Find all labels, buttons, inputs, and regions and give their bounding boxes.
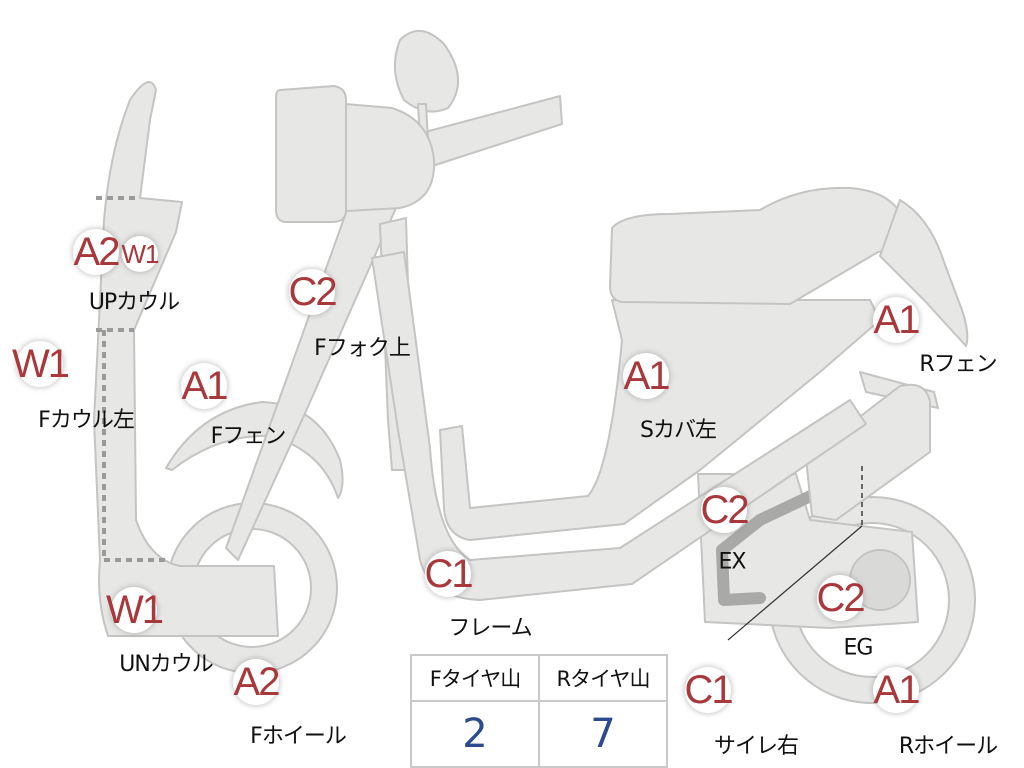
f-wheel-rank-badge[interactable]: A2	[233, 659, 280, 705]
muffler-shape	[805, 383, 931, 521]
engine-rank-badge[interactable]: C2	[816, 575, 866, 621]
tire-tread-value-row: 2 7	[410, 700, 668, 768]
mirror-shape	[393, 30, 460, 113]
frame-label: フレーム	[448, 616, 532, 641]
up-cowl-label: UPカウル	[88, 290, 180, 315]
engine-label: EG	[843, 635, 874, 661]
un-cowl-label: UNカウル	[119, 652, 214, 677]
front-tire-tread-value: 2	[410, 700, 540, 768]
f-wheel-label: Fホイール	[250, 724, 347, 749]
up-cowl-rank-badge[interactable]: A2	[73, 229, 120, 275]
tire-tread-header-row: Fタイヤ山 Rタイヤ山	[410, 654, 668, 702]
front-cowl-shape	[93, 81, 279, 637]
f-fender-rank-badge[interactable]: A1	[181, 363, 228, 409]
headlight-shape	[275, 85, 347, 223]
side-cover-shape	[439, 299, 881, 541]
silencer-leader-line	[727, 525, 863, 641]
f-fork-upper-label: Fフォク上	[314, 336, 411, 361]
exhaust-label: EX	[718, 549, 747, 575]
cowl-seam-dashes	[96, 196, 168, 562]
r-fender-label: Rフェン	[919, 352, 997, 377]
tire-tread-table: Fタイヤ山 Rタイヤ山 2 7	[410, 654, 668, 768]
r-wheel-rank-badge[interactable]: A1	[873, 667, 920, 713]
un-cowl-rank-badge[interactable]: W1	[106, 587, 164, 633]
f-fender-label: Fフェン	[210, 424, 287, 449]
silencer-r-label: サイレ右	[713, 734, 799, 759]
tail-shape	[879, 199, 969, 347]
silencer-r-rank-badge[interactable]: C1	[684, 667, 734, 713]
f-cowl-left-label: Fカウル左	[38, 408, 135, 433]
f-fork-upper-rank-badge[interactable]: C2	[288, 269, 338, 315]
r-fender-rank-badge[interactable]: A1	[873, 297, 920, 343]
s-cover-left-label: Sカバ左	[640, 418, 717, 443]
front-fork-shape	[225, 195, 397, 561]
up-cowl-sub-rank-badge[interactable]: W1	[122, 236, 160, 272]
frame-rank-badge[interactable]: C1	[424, 551, 474, 597]
exhaust-pipe-shape	[716, 476, 846, 606]
front-tire-tread-header: Fタイヤ山	[410, 654, 540, 702]
s-cover-left-rank-badge[interactable]: A1	[623, 353, 670, 399]
head-housing-shape	[321, 101, 436, 213]
rear-tire-tread-header: Rタイヤ山	[538, 654, 668, 702]
f-cowl-left-rank-badge[interactable]: W1	[12, 341, 70, 387]
seat-shape	[609, 186, 907, 305]
rear-tire-tread-value: 7	[538, 700, 668, 768]
exhaust-rank-badge[interactable]: C2	[700, 487, 750, 533]
r-wheel-label: Rホイール	[898, 734, 998, 759]
